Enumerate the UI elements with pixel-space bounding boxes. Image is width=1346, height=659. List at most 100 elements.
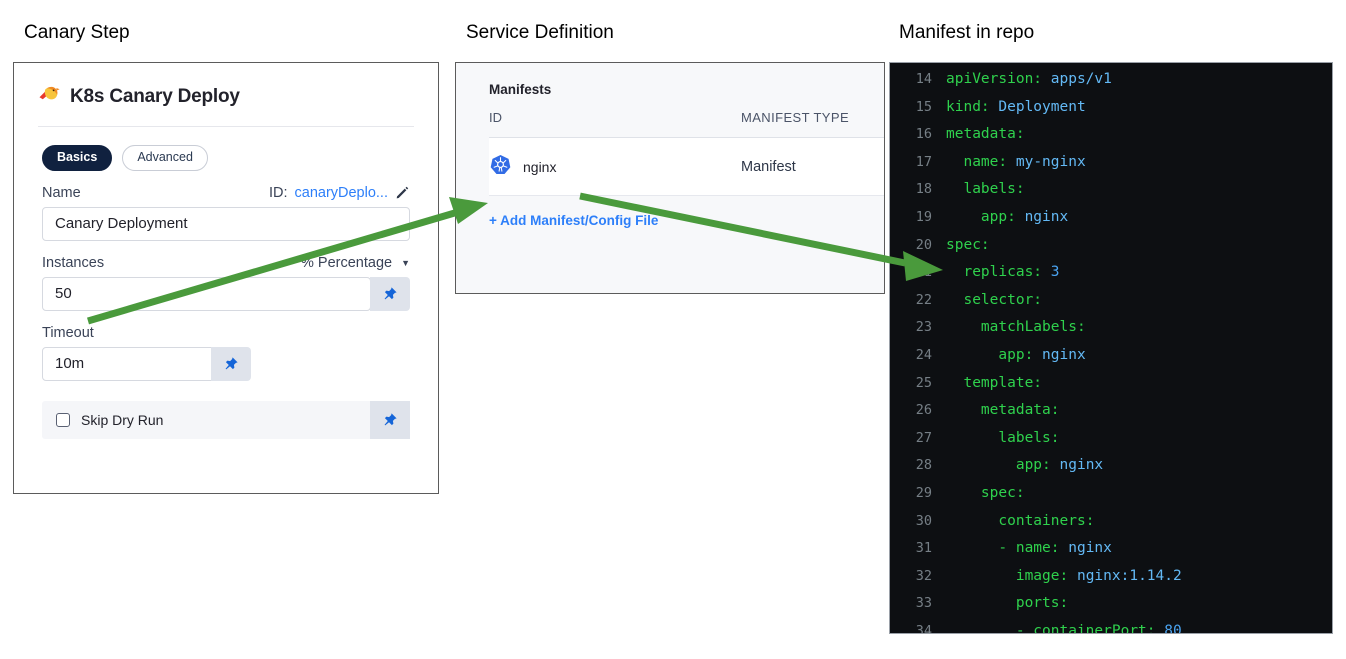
code-line-number: 32 — [915, 567, 932, 584]
table-header-divider — [489, 137, 884, 138]
code-line-text: containers: — [946, 513, 1094, 529]
code-line-text: replicas: 3 — [946, 264, 1060, 281]
code-token-key: template: — [963, 374, 1043, 391]
code-line: 22 selector: — [890, 292, 1332, 320]
instances-pin-button[interactable] — [370, 276, 410, 311]
step-id-group: ID: canaryDeplo... — [269, 185, 410, 201]
instances-input[interactable]: 50 — [42, 276, 371, 311]
kubernetes-icon — [490, 154, 511, 180]
code-line-text: - containerPort: 80 — [946, 622, 1182, 634]
code-line-text: ports: — [946, 595, 1068, 611]
code-token-key: selector: — [963, 291, 1043, 308]
timeout-pin-button[interactable] — [211, 346, 251, 381]
code-line-text: selector: — [946, 292, 1042, 308]
table-row[interactable]: nginx Manifest — [489, 138, 884, 196]
code-token-value: 80 — [1164, 622, 1182, 634]
instances-field-block: Instances % Percentage ▼ 50 — [14, 255, 438, 311]
code-token-key: app: — [998, 346, 1034, 363]
code-line-number: 19 — [915, 208, 932, 225]
code-line: 17 name: my-nginx — [890, 154, 1332, 182]
instances-label: Instances — [42, 254, 105, 271]
code-line-number: 18 — [915, 181, 932, 198]
step-tabs: Basics Advanced — [14, 127, 438, 171]
manifest-row-type: Manifest — [741, 158, 796, 175]
code-line-number: 26 — [915, 402, 932, 419]
code-line: 18 labels: — [890, 181, 1332, 209]
code-line-text: spec: — [946, 485, 1025, 501]
code-line-text: labels: — [946, 181, 1025, 198]
instances-label-row: Instances % Percentage ▼ — [42, 255, 410, 271]
code-line-text: apiVersion: apps/v1 — [946, 71, 1112, 87]
add-manifest-link[interactable]: + Add Manifest/Config File — [489, 213, 659, 228]
chevron-down-icon: ▼ — [401, 257, 410, 268]
canary-step-title: K8s Canary Deploy — [70, 85, 240, 107]
code-line-number: 22 — [915, 291, 932, 308]
instances-unit-value: % Percentage — [300, 254, 393, 271]
name-input-wrap: Canary Deployment — [42, 206, 410, 241]
code-token-value: 3 — [1050, 264, 1060, 281]
timeout-input-wrap: 10m — [42, 346, 410, 381]
pencil-icon[interactable] — [395, 185, 410, 200]
step-id-value[interactable]: canaryDeplo... — [294, 184, 389, 201]
name-label-row: Name ID: canaryDeplo... — [42, 185, 410, 201]
code-line: 25 template: — [890, 375, 1332, 403]
caption-manifest-in-repo: Manifest in repo — [899, 22, 1035, 43]
code-token-value: nginx — [1068, 540, 1112, 557]
code-line: 29 spec: — [890, 485, 1332, 513]
tab-advanced[interactable]: Advanced — [122, 145, 208, 171]
skip-dry-run-row: Skip Dry Run — [42, 400, 410, 439]
code-line-number: 31 — [915, 540, 932, 557]
code-token-key: name: — [963, 153, 1008, 170]
timeout-input[interactable]: 10m — [42, 346, 212, 381]
skip-dry-run-pin-button[interactable] — [370, 400, 410, 439]
code-line: 19 app: nginx — [890, 209, 1332, 237]
caption-service-definition: Service Definition — [466, 22, 614, 43]
code-line-text: metadata: — [946, 402, 1060, 418]
name-input[interactable]: Canary Deployment — [42, 206, 410, 241]
code-line-number: 14 — [915, 71, 932, 87]
code-token-value: nginx — [1024, 208, 1069, 225]
skip-dry-run-toggle[interactable]: Skip Dry Run — [42, 412, 370, 428]
code-line-number: 28 — [915, 457, 932, 474]
manifest-row-name: nginx — [523, 158, 557, 175]
code-line: 23 matchLabels: — [890, 319, 1332, 347]
code-line-number: 29 — [915, 484, 932, 501]
canary-step-header: K8s Canary Deploy — [14, 63, 438, 108]
manifests-table-header: ID MANIFEST TYPE — [456, 97, 884, 125]
code-line-text: template: — [946, 375, 1042, 391]
code-token-key: kind: — [946, 98, 990, 115]
code-token-value: Deployment — [998, 98, 1086, 115]
manifests-section-title: Manifests — [489, 82, 552, 97]
checkbox-unchecked-icon[interactable] — [56, 412, 70, 427]
manifest-row-id-cell: nginx — [490, 154, 741, 180]
code-token-key: replicas: — [963, 264, 1043, 281]
column-header-id: ID — [489, 110, 502, 125]
canary-bird-icon — [38, 85, 60, 108]
code-line: 31 - name: nginx — [890, 540, 1332, 568]
code-token-key: app: — [980, 208, 1016, 225]
timeout-field-block: Timeout 10m — [14, 325, 438, 381]
caption-canary-step: Canary Step — [24, 22, 130, 43]
code-line-text: labels: — [946, 429, 1060, 446]
code-token-key: metadata: — [980, 402, 1060, 419]
code-line-text: kind: Deployment — [946, 99, 1086, 115]
instances-input-wrap: 50 — [42, 276, 410, 311]
code-line-number: 34 — [915, 622, 932, 634]
code-line-number: 17 — [915, 153, 932, 170]
instances-unit-select[interactable]: % Percentage ▼ — [301, 255, 410, 271]
skip-dry-run-label: Skip Dry Run — [81, 411, 164, 428]
code-token-value: nginx:1.14.2 — [1076, 567, 1182, 584]
code-line-number: 23 — [915, 319, 932, 336]
code-line-number: 24 — [915, 346, 932, 363]
code-token-key: spec: — [980, 484, 1025, 501]
tab-basics[interactable]: Basics — [42, 145, 113, 171]
timeout-label-row: Timeout — [42, 325, 410, 341]
code-token-key: labels: — [998, 429, 1060, 446]
code-line-number: 16 — [915, 126, 932, 143]
code-token-key: ports: — [1015, 595, 1069, 612]
column-header-manifest-type: MANIFEST TYPE — [741, 110, 850, 125]
code-token-key: labels: — [963, 181, 1025, 198]
name-field-block: Name ID: canaryDeplo... Canary Deploymen… — [14, 185, 438, 241]
